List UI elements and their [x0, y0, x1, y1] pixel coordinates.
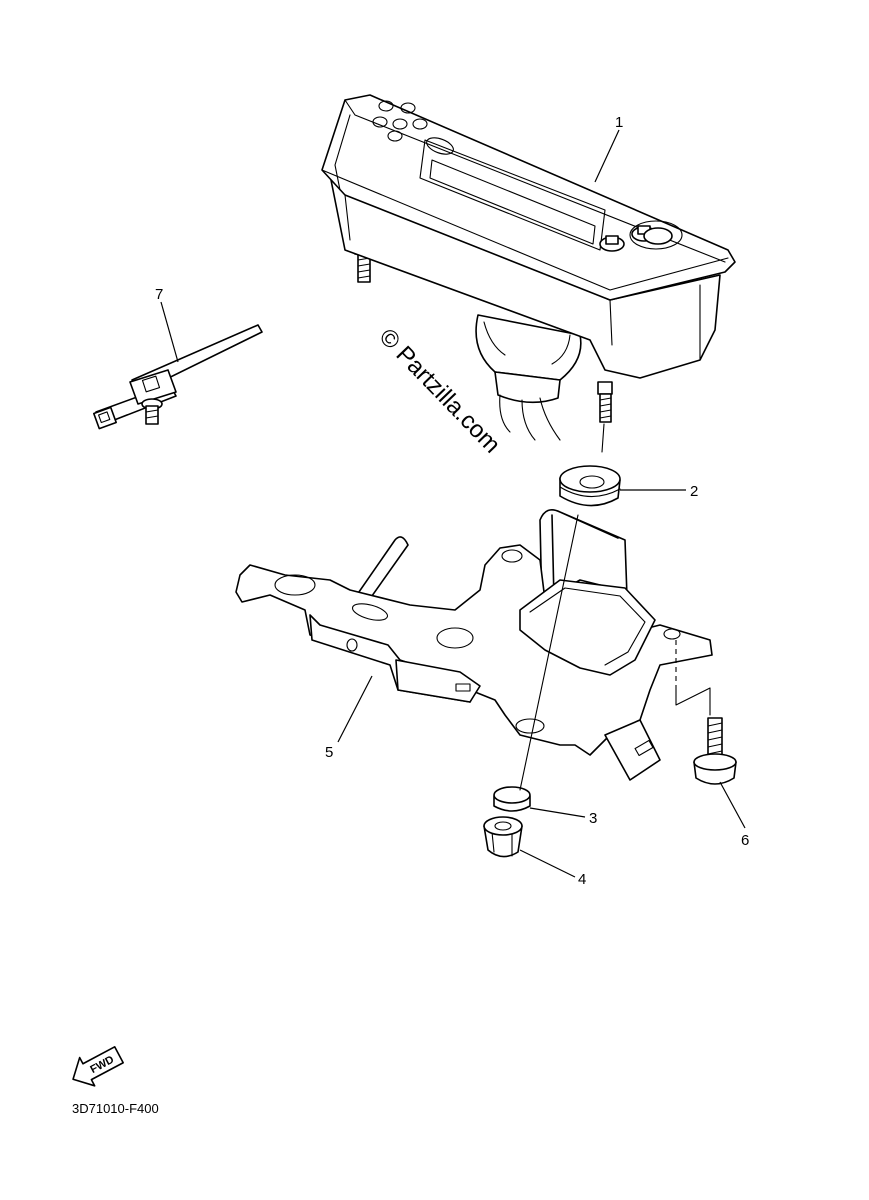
- meter-bracket[interactable]: [235, 509, 713, 781]
- grommet[interactable]: [559, 465, 621, 507]
- meter-stud-right: [597, 381, 613, 423]
- callout-3: 3: [589, 810, 597, 827]
- meter-cable-housing: [475, 314, 582, 441]
- callout-2: 2: [690, 483, 698, 500]
- leader-lines: [160, 129, 746, 878]
- fwd-arrow-icon: FWD: [72, 1046, 124, 1087]
- callout-1: 1: [615, 114, 623, 131]
- nut[interactable]: [483, 816, 523, 858]
- bolt[interactable]: [693, 717, 737, 785]
- meter-buttons: [599, 220, 683, 252]
- meter-indicator-lamps: [372, 100, 428, 142]
- meter-assembly[interactable]: [321, 94, 736, 441]
- callout-5: 5: [325, 744, 333, 761]
- collar[interactable]: [493, 786, 531, 812]
- diagram-code: 3D71010-F400: [72, 1101, 159, 1116]
- assembly-lines: [519, 423, 711, 791]
- cable-tie[interactable]: [93, 324, 263, 430]
- callout-4: 4: [578, 871, 586, 888]
- callout-6: 6: [741, 832, 749, 849]
- callout-7: 7: [155, 286, 163, 303]
